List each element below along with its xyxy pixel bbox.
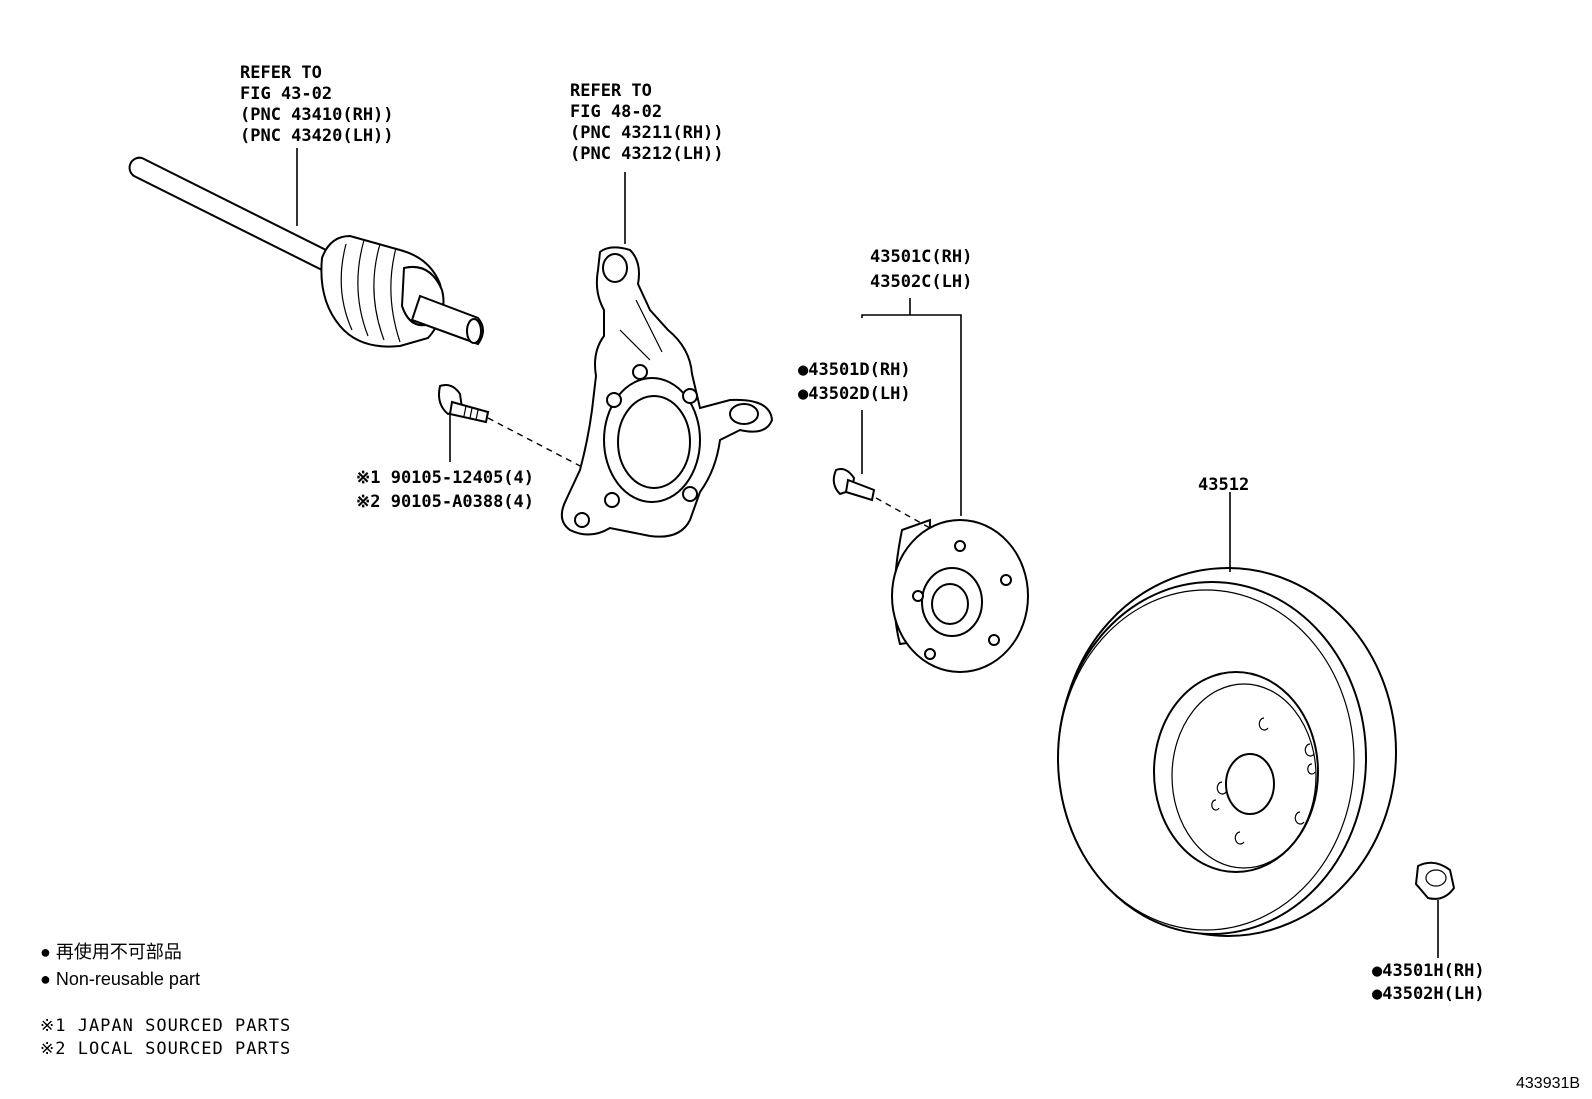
callout-line: ●43502H(LH) xyxy=(1372,984,1485,1004)
callout-line: (PNC 43212(LH)) xyxy=(570,144,724,164)
callout-nut: ●43501H(RH) ●43502H(LH) xyxy=(1372,961,1485,1004)
bolt-path xyxy=(487,417,585,469)
callout-line: FIG 43-02 xyxy=(240,84,332,104)
callout-line: (PNC 43211(RH)) xyxy=(570,123,724,143)
steering-knuckle xyxy=(560,246,774,538)
hub-bolt xyxy=(832,468,876,502)
callout-line: REFER TO xyxy=(570,81,652,101)
callout-knuckle: REFER TO FIG 48-02 (PNC 43211(RH)) (PNC … xyxy=(570,81,724,164)
callout-hub: 43501C(RH) 43502C(LH) xyxy=(870,247,972,292)
brake-disc xyxy=(1057,567,1397,937)
legend-en: ● Non-reusable part xyxy=(40,969,200,989)
knuckle-bolt xyxy=(438,384,490,424)
note-local: ※2 LOCAL SOURCED PARTS xyxy=(40,1039,291,1059)
callout-line: (PNC 43410(RH)) xyxy=(240,105,394,125)
leader-hub-bracket xyxy=(861,314,962,516)
note-japan: ※1 JAPAN SOURCED PARTS xyxy=(40,1016,291,1036)
callout-hub-bolt: ●43501D(RH) ●43502D(LH) xyxy=(798,360,911,404)
callout-line: ※2 90105-A0388(4) xyxy=(356,492,534,512)
callout-line: (PNC 43420(LH)) xyxy=(240,126,394,146)
callout-line: ●43501D(RH) xyxy=(798,360,911,380)
callout-line: REFER TO xyxy=(240,63,322,83)
callout-line: ●43501H(RH) xyxy=(1372,961,1485,981)
callout-line: ※1 90105-12405(4) xyxy=(356,468,534,488)
callout-line: 43501C(RH) xyxy=(870,247,972,267)
callout-line: ●43502D(LH) xyxy=(798,384,911,404)
callout-driveshaft: REFER TO FIG 43-02 (PNC 43410(RH)) (PNC … xyxy=(240,63,394,146)
callout-disc: 43512 xyxy=(1198,475,1249,495)
callout-line: FIG 48-02 xyxy=(570,102,662,122)
legend: ● 再使用不可部品 ● Non-reusable part xyxy=(40,942,200,989)
drive-shaft xyxy=(128,156,484,348)
hub-nut xyxy=(1414,861,1456,900)
notes: ※1 JAPAN SOURCED PARTS ※2 LOCAL SOURCED … xyxy=(40,1016,291,1059)
callout-line: 43512 xyxy=(1198,475,1249,495)
figure-id: 433931B xyxy=(1516,1075,1580,1092)
legend-jp: ● 再使用不可部品 xyxy=(40,942,182,962)
hub-bearing xyxy=(891,518,1029,673)
callout-line: 43502C(LH) xyxy=(870,272,972,292)
callout-bolt: ※1 90105-12405(4) ※2 90105-A0388(4) xyxy=(356,468,534,512)
